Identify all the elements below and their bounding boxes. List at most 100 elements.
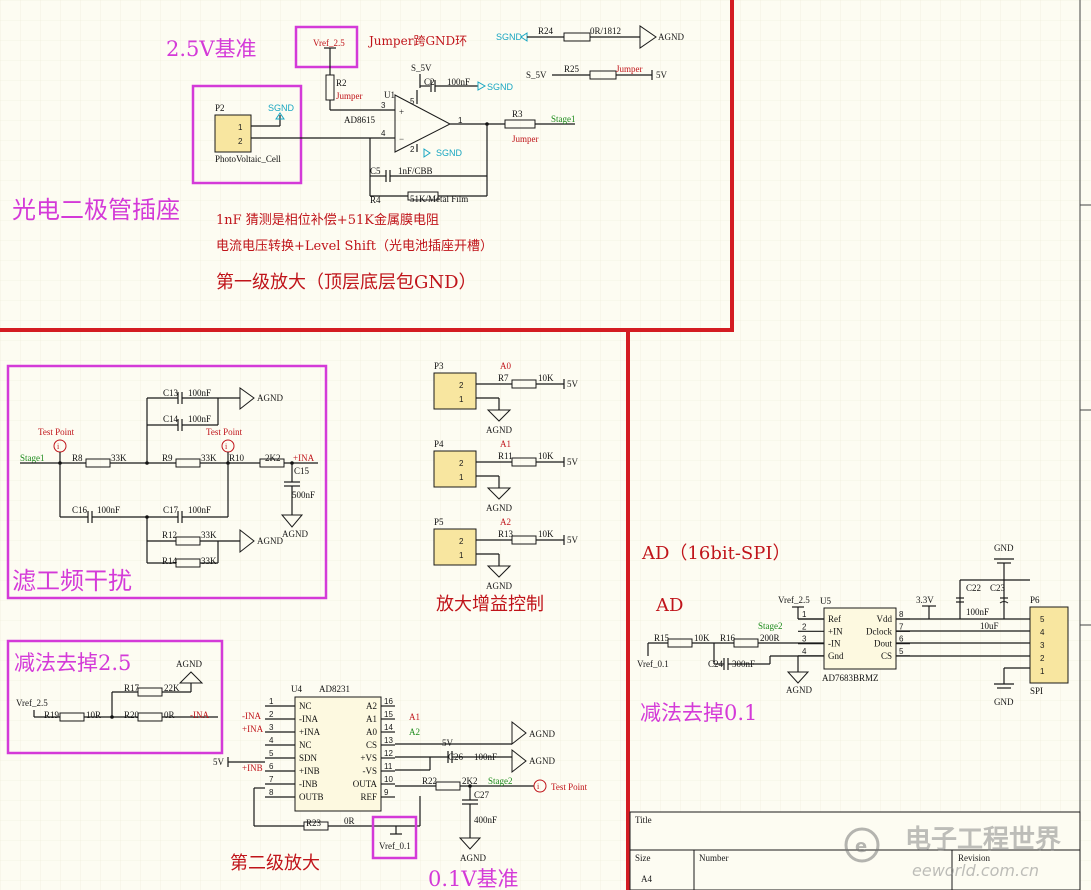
u1-ref: U1 — [384, 90, 395, 100]
svg-text:4: 4 — [381, 129, 386, 138]
svg-text:2: 2 — [1040, 654, 1045, 663]
v5-r25: 5V — [656, 70, 668, 80]
pin-name: A1 — [366, 714, 377, 724]
stage1-note1: 1nF 猜测是相位补偿+51K金属膜电阻 — [216, 212, 439, 228]
subtract25-box — [6, 639, 224, 755]
pin-name: Dout — [874, 639, 892, 649]
pin-name: +INB — [299, 766, 320, 776]
ref01-title: 0.1V基准 — [428, 867, 519, 890]
pin-name: A0 — [366, 727, 377, 737]
pin-name: Ref — [828, 614, 841, 624]
c26-val: 100nF — [474, 752, 497, 762]
r16-val: 200R — [760, 633, 780, 643]
agnd-r12-sym — [239, 528, 255, 554]
pina-u4: +INA — [242, 724, 264, 734]
pin-number: 1 — [269, 697, 274, 706]
pin-number: 2 — [269, 710, 274, 719]
gnd-bottom: GND — [994, 697, 1014, 707]
stage2-ad: Stage2 — [758, 621, 783, 631]
r24-ref: R24 — [538, 26, 554, 36]
filter-title: 滤工频干扰 — [12, 567, 132, 595]
vref01-box — [371, 815, 418, 860]
subtract01-title: 减法去掉0.1 — [640, 701, 757, 725]
number-label: Number — [699, 853, 729, 863]
r24-val: 0R/1812 — [590, 26, 621, 36]
svg-text:P4: P4 — [434, 439, 444, 449]
r10-ref: R10 — [229, 453, 245, 463]
pin-name: -INB — [299, 779, 318, 789]
r25-jumper: Jumper — [616, 64, 643, 74]
vref25-label: Vref_2.5 — [313, 38, 345, 48]
stage2-title: 第二级放大 — [230, 853, 320, 874]
agnd-sub25: AGND — [176, 659, 202, 669]
sgnd-u1: SGND — [436, 148, 463, 158]
svg-text:1: 1 — [459, 551, 464, 560]
u1-part: AD8615 — [344, 115, 375, 125]
pin-name: CS — [366, 740, 377, 750]
c23-ref: C23 — [990, 583, 1006, 593]
svg-text:i: i — [57, 442, 60, 451]
c26-ref: C26 — [448, 752, 464, 762]
svg-text:R11: R11 — [498, 451, 513, 461]
a2-u4: A2 — [409, 727, 420, 737]
r9-val: 33K — [201, 453, 217, 463]
s5v-label: S_5V — [411, 63, 432, 73]
svg-text:10K: 10K — [538, 373, 554, 383]
pin-name: -INA — [299, 714, 318, 724]
svg-text:1: 1 — [458, 116, 463, 125]
pinb-u4: +INB — [242, 763, 263, 773]
c17-ref: C17 — [163, 505, 179, 515]
c2-val: 100nF — [447, 77, 470, 87]
title-label: Title — [635, 815, 652, 825]
p2-part: PhotoVoltaic_Cell — [215, 154, 281, 164]
u5-ref: U5 — [820, 596, 831, 606]
svg-text:A0: A0 — [500, 361, 511, 371]
svg-text:5V: 5V — [567, 379, 579, 389]
svg-text:4: 4 — [1040, 628, 1045, 637]
pin-name: Vdd — [877, 614, 893, 624]
svg-text:1: 1 — [238, 123, 243, 132]
pin-number: 4 — [802, 647, 807, 656]
c22-ref: C22 — [966, 583, 981, 593]
pin-name: -VS — [362, 766, 377, 776]
agnd-c27: AGND — [460, 853, 486, 863]
stage1-region-border — [0, 0, 734, 332]
r20-val: 0R — [164, 710, 175, 720]
r12-val: 33K — [201, 530, 217, 540]
r19-val: 10R — [86, 710, 101, 720]
p6-ref: P6 — [1030, 595, 1040, 605]
pin-name: Dclock — [866, 626, 892, 636]
r20-ref: R20 — [124, 710, 140, 720]
pina-filter: +INA — [293, 453, 315, 463]
r4-val: 51K/Metal Film — [410, 194, 468, 204]
svg-text:电子工程世界: 电子工程世界 — [905, 825, 1061, 855]
gain-title: 放大增益控制 — [436, 594, 544, 615]
pin-name: +INA — [299, 727, 321, 737]
agnd-r24-sym — [639, 25, 657, 49]
pin-name: A2 — [366, 701, 377, 711]
revision-label: Revision — [958, 853, 991, 863]
vref25-sub: Vref_2.5 — [16, 698, 48, 708]
ad-title2: AD — [655, 595, 683, 616]
svg-text:2: 2 — [459, 537, 464, 546]
r17-val: 22K — [164, 683, 180, 693]
c15-val: 500nF — [292, 490, 315, 500]
vref25-box — [294, 25, 359, 69]
svg-text:AGND: AGND — [486, 581, 512, 591]
pin-number: 14 — [384, 723, 393, 732]
a1-u4: A1 — [409, 712, 420, 722]
svg-text:5V: 5V — [567, 457, 579, 467]
stage1-net: Stage1 — [551, 114, 576, 124]
p6-part: SPI — [1030, 686, 1043, 696]
c22-val: 100nF — [966, 607, 989, 617]
svg-text:P3: P3 — [434, 361, 444, 371]
ad-title1: AD（16bit-SPI） — [641, 543, 790, 564]
r3-jumper: Jumper — [512, 134, 539, 144]
c14-ref: C14 — [163, 414, 179, 424]
size-label: Size — [635, 853, 651, 863]
r12-ref: R12 — [162, 530, 177, 540]
pin-name: SDN — [299, 753, 318, 763]
photodiode-box — [191, 84, 303, 185]
r4-ref: R4 — [370, 195, 381, 205]
